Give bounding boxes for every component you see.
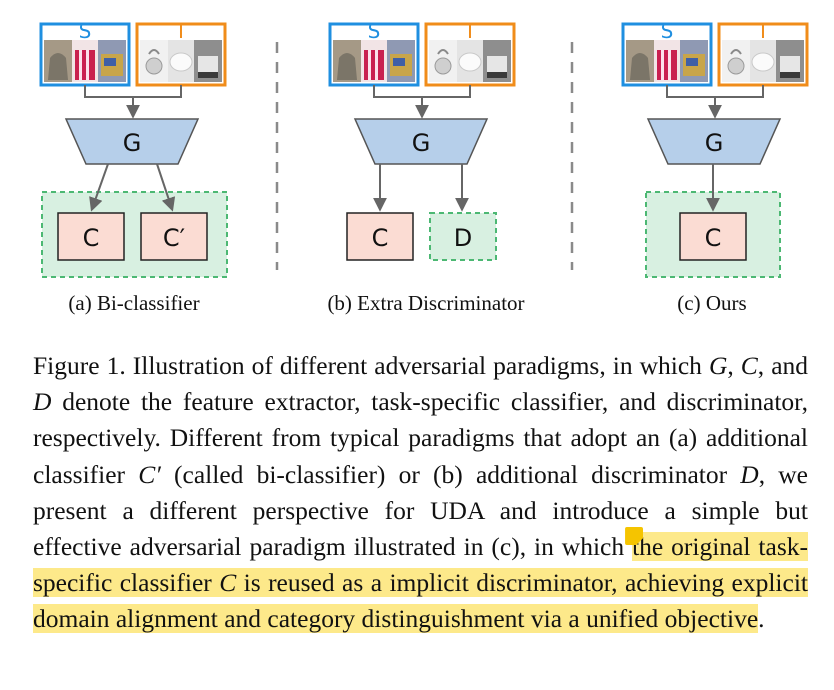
caption-math-c-prime: C′ [138, 459, 161, 489]
panel-b-generator-label: G [412, 129, 431, 157]
panel-b-target-box: T [424, 19, 516, 87]
caption-math-d: D [33, 387, 52, 417]
panel-b-source-box: S [328, 19, 420, 87]
panel-a-generator-label: G [123, 129, 142, 157]
caption-text: Figure 1. Illustration of different adve… [33, 351, 709, 380]
panel-b-generator: G [353, 118, 489, 165]
caption-math-d: D [740, 459, 759, 489]
panel-a-classifier-c-prime-label: C′ [163, 224, 185, 252]
panel-c-generator: G [646, 118, 782, 165]
panel-b-discriminator-d-label: D [454, 224, 472, 252]
caption-text: , [727, 351, 741, 380]
caption-math-g: G [708, 351, 728, 380]
panel-b-source-label: S [368, 19, 381, 43]
panel-a-classifier-c: C [57, 212, 125, 261]
panel-c-source-label: S [661, 19, 674, 43]
panel-a-target-box: T [135, 19, 227, 87]
panel-a-source-label: S [79, 19, 92, 43]
panel-b-target-label: T [463, 19, 477, 43]
caption-text: , and [757, 351, 809, 380]
panel-a-classifier-c-prime: C′ [140, 212, 208, 261]
panel-c-classifier-c-label: C [705, 224, 722, 252]
caption-text: (called bi-classifier) or (b) additional… [160, 459, 741, 489]
figure-caption: Figure 1. Illustration of different adve… [33, 348, 808, 638]
panel-b-merge-connector [373, 85, 471, 98]
panel-a-arrow-to-c-prime [156, 163, 176, 212]
panel-c-classifier-c: C [679, 212, 747, 261]
caption-highlight-text: is reused as a implicit discriminator, a… [33, 568, 808, 634]
panel-a: S T G C C′ (a) Bi-classifier [39, 19, 228, 315]
panel-a-target-label: T [174, 19, 188, 43]
caption-highlight-text: the original task-specific classifier [33, 532, 808, 598]
caption-text: . [758, 604, 765, 634]
panel-b-discriminator-d: D [429, 212, 497, 261]
panel-c-merge-connector [666, 85, 764, 98]
panel-b-caption: (b) Extra Discriminator [327, 291, 524, 315]
panel-c: S T G C (c) Ours [621, 19, 809, 315]
panel-b-classifier-c: C [346, 212, 414, 261]
figure-1-diagram: S T G C C′ (a) Bi-classifier S [39, 19, 809, 315]
panel-c-target-label: T [756, 19, 770, 43]
caption-text: denote the feature extractor, task-speci… [33, 387, 808, 489]
panel-c-source-box: S [621, 19, 713, 87]
panel-c-caption: (c) Ours [677, 291, 746, 315]
panel-b-classifier-c-label: C [372, 224, 389, 252]
caption-text: , we present a different perspective for… [33, 459, 808, 562]
panel-a-merge-connector [84, 85, 182, 98]
panel-c-target-box: T [717, 19, 809, 87]
panel-a-arrow-to-c [89, 163, 109, 212]
caption-math-c: C [219, 568, 237, 598]
panel-a-caption: (a) Bi-classifier [68, 291, 199, 315]
panel-a-source-box: S [39, 19, 131, 87]
panel-b: S T G C D (b) Extra Discriminator [327, 19, 524, 315]
panel-a-classifier-c-label: C [83, 224, 100, 252]
panel-a-generator: G [64, 118, 200, 165]
caption-math-c: C [740, 351, 758, 380]
panel-c-generator-label: G [705, 129, 724, 157]
